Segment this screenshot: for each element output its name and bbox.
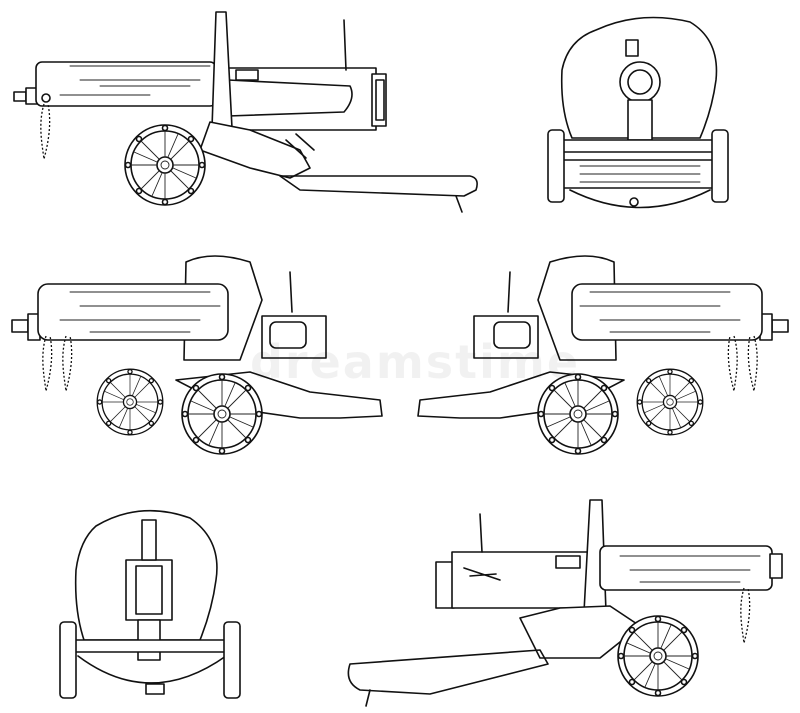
three-quarter-view-right: [417, 255, 789, 455]
side-view-right: [347, 499, 783, 707]
three-quarter-view-left: [11, 255, 383, 455]
side-view-left: [13, 11, 478, 213]
front-view: [547, 16, 729, 209]
rear-view: [59, 509, 241, 699]
